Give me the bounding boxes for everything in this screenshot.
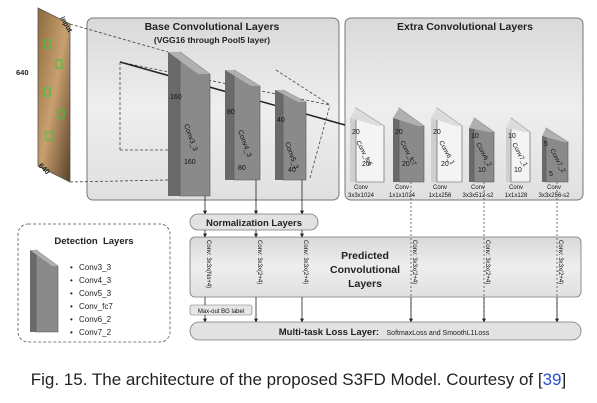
input-height-label: 640 xyxy=(16,68,29,77)
layer-conv7-1 xyxy=(506,117,531,183)
predicted-line1: Predicted xyxy=(341,250,389,262)
extra-kernel-4: Conv xyxy=(509,185,523,191)
loss-text: Multi-task Loss Layer: SoftmaxLoss and S… xyxy=(279,322,490,339)
layer-conv6-2 xyxy=(469,117,495,183)
layer-conv6-2-top: 10 xyxy=(471,133,479,140)
normalization-box xyxy=(189,213,319,231)
legend-item: Conv5_3 xyxy=(79,289,112,298)
branch-label-2: Conv: 3x3x(2+4) xyxy=(302,240,308,284)
layer-conv3-3-top: 160 xyxy=(170,94,182,101)
legend-item: Conv_fc7 xyxy=(79,302,113,311)
layer-conv5-3 xyxy=(275,89,307,181)
layer-conv7-1-bottom: 10 xyxy=(514,167,522,174)
extra-kernel-5: Conv xyxy=(547,185,561,191)
extra-branch-lines xyxy=(410,182,558,320)
extra-kernel-1: Conv xyxy=(395,185,409,191)
layer-conv7-2 xyxy=(542,127,569,183)
legend-item: Conv3_3 xyxy=(79,263,112,272)
layer-conv6-2-bottom: 10 xyxy=(478,167,486,174)
layer-conv6-1-top: 20 xyxy=(433,129,441,136)
legend-bullet: • xyxy=(70,315,73,324)
extra-kernel-0: Conv xyxy=(354,185,368,191)
extra-kernel-3: Conv xyxy=(471,185,485,191)
base-title: Base Convolutional Layers xyxy=(145,21,280,33)
layer-conv5-3-top: 40 xyxy=(277,117,285,124)
legend-title: Detection Layers xyxy=(54,236,133,247)
layer-conv5-3-bottom: 40 xyxy=(288,167,296,174)
layer-conv3-3-bottom: 160 xyxy=(184,159,196,166)
extra-size-3: 3x3x512-s2 xyxy=(462,193,494,199)
layer-conv-fc6-bottom: 20 xyxy=(362,161,370,168)
loss-detail: SoftmaxLoss and SmoothL1Loss xyxy=(387,330,490,337)
normalization-label: Normalization Layers xyxy=(206,218,302,229)
extra-title: Extra Convolutional Layers xyxy=(397,21,533,33)
branch-label-0: Conv: 3x3x(Ns+4) xyxy=(205,240,211,288)
loss-box xyxy=(189,321,582,341)
layer-conv-fc7 xyxy=(393,107,425,183)
layer-conv-fc6-top: 20 xyxy=(352,129,360,136)
normalization-connectors xyxy=(203,180,304,215)
layer-conv7-1-top: 10 xyxy=(508,133,516,140)
legend-bullet: • xyxy=(70,328,73,337)
extra-size-1: 1x1x1024 xyxy=(389,193,416,199)
legend-bullet: • xyxy=(70,289,73,298)
predicted-line2: Convolutional xyxy=(330,264,400,276)
layer-conv-fc7-top: 20 xyxy=(395,129,403,136)
legend-bullet: • xyxy=(70,302,73,311)
legend-item: Conv4_3 xyxy=(79,276,112,285)
maxout-label: Max-out BG label xyxy=(198,309,244,315)
branch-label-5: Conv: 3x3x(2+4) xyxy=(557,240,563,284)
legend-bullet: • xyxy=(70,263,73,272)
caption-end: ] xyxy=(561,370,567,389)
predicted-line3: Layers xyxy=(348,278,382,290)
branch-label-4: Conv: 3x3x(2+4) xyxy=(484,240,490,284)
caption-text: Fig. 15. The architecture of the propose… xyxy=(30,370,543,389)
legend-layer-icon xyxy=(30,249,59,333)
extra-size-0: 3x3x1024 xyxy=(348,193,375,199)
branch-label-3: Conv: 3x3x(2+4) xyxy=(411,240,417,284)
layer-conv4-3 xyxy=(225,69,261,181)
layer-conv4-3-top: 80 xyxy=(227,109,235,116)
legend-list: • Conv3_3 • Conv4_3 • Conv5_3 • Conv_fc7… xyxy=(70,263,113,337)
legend-item: Conv7_2 xyxy=(79,328,112,337)
layer-conv-fc7-bottom: 20 xyxy=(402,161,410,168)
legend-bullet: • xyxy=(70,276,73,285)
predicted-box xyxy=(189,236,582,298)
caption-citation-link[interactable]: 39 xyxy=(542,370,562,389)
predicted-connectors xyxy=(203,230,304,238)
layer-conv7-2-bottom: 5 xyxy=(549,171,553,178)
base-subtitle: (VGG16 through Pool5 layer) xyxy=(154,35,270,45)
loss-connectors xyxy=(203,297,559,323)
extra-kernel-2: Conv xyxy=(433,185,447,191)
branch-label-1: Conv: 3x3x(2+4) xyxy=(256,240,262,284)
extra-size-2: 1x1x256 xyxy=(429,193,452,199)
extra-size-5: 3x3x256-s2 xyxy=(538,193,570,199)
input-image xyxy=(37,7,71,183)
extra-size-4: 1x1x128 xyxy=(505,193,528,199)
layer-conv4-3-bottom: 80 xyxy=(238,165,246,172)
layer-conv-fc6 xyxy=(350,107,385,183)
legend-item: Conv6_2 xyxy=(79,315,112,324)
layer-conv7-2-top: 5 xyxy=(544,141,548,148)
layer-conv6-1-bottom: 20 xyxy=(441,161,449,168)
layer-conv3-3 xyxy=(168,51,211,197)
loss-title: Multi-task Loss Layer: xyxy=(279,327,379,338)
figure-caption: Fig. 15. The architecture of the propose… xyxy=(0,370,597,390)
layer-conv6-1 xyxy=(431,107,463,183)
maxout-box xyxy=(189,304,253,316)
